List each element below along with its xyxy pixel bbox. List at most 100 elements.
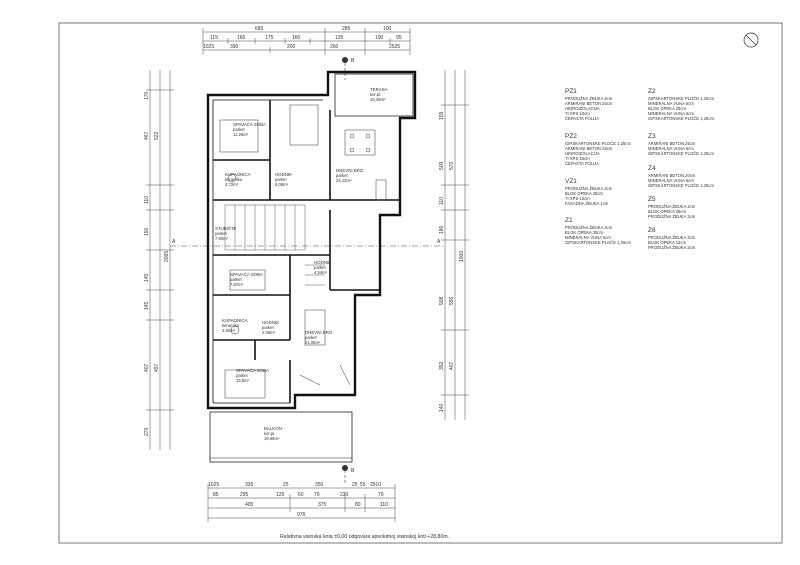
svg-text:SPAVAĆA SOBA: SPAVAĆA SOBA [236, 368, 269, 373]
left-dimension-chain [146, 70, 174, 450]
dim-bottom-14: 70 [378, 492, 384, 498]
svg-text:PRODUŽNA ŽBUKA 2cm: PRODUŽNA ŽBUKA 2cm [565, 186, 613, 191]
svg-text:KUPAONICA: KUPAONICA [222, 318, 248, 323]
dim-top-9: 190 [375, 35, 384, 41]
svg-text:HIDROIZOLACIJA: HIDROIZOLACIJA [565, 106, 600, 111]
room-label: KUPAONICA keramika 3,90m² [222, 318, 248, 333]
svg-text:2,06m²: 2,06m² [262, 330, 276, 335]
dim-bottom-11: 60 [298, 492, 304, 498]
section-mark-bottom: B [342, 465, 355, 485]
partitions [213, 100, 400, 403]
inner-walls [212, 99, 323, 404]
room-label: STUBIŠTE parket 7,60m² [215, 226, 237, 241]
svg-text:DNEVNI BRO: DNEVNI BRO [305, 330, 333, 335]
wall-legend-right: Z2 GIPSKARTONSKE PLOČE 1,25cm MINERALNA … [648, 88, 714, 250]
svg-text:MINERALNA VUNA 6cm: MINERALNA VUNA 6cm [648, 178, 694, 183]
dim-right-1: 159 [439, 111, 445, 120]
dim-top-5: 160 [237, 35, 246, 41]
terrace [334, 73, 414, 117]
svg-text:SPAVAĆA SOBA: SPAVAĆA SOBA [230, 272, 263, 277]
right-dimension-chain [441, 70, 469, 420]
svg-text:MINERALNA VUNA 5cm: MINERALNA VUNA 5cm [565, 235, 611, 240]
top-dimension-labels: 685 285 100 115 160 175 160 135 190 95 1… [203, 26, 402, 50]
svg-text:TERASA: TERASA [370, 87, 388, 92]
dim-bottom-13: 230 [340, 492, 349, 498]
room-label: HODNIK parket 4,54m² [314, 260, 331, 275]
elevation-note: Relativna visinska kota ±0,00 odgovara a… [280, 534, 449, 540]
left-dimension-labels: 170 467 522 110 150 145 145 407 497 270 … [144, 91, 170, 436]
room-label: BALKON kor.pl. 19,66m² [264, 426, 282, 441]
svg-text:keramika: keramika [222, 323, 240, 328]
svg-text:6,08m²: 6,08m² [275, 182, 289, 187]
dim-right-9: 352 [439, 361, 445, 370]
svg-text:ČEPASTA FOLIJA: ČEPASTA FOLIJA [565, 116, 599, 121]
staircase [224, 204, 325, 286]
room-label: HODNIK parket 6,08m² [275, 172, 292, 187]
dim-right-7: 556 [449, 296, 455, 305]
dim-top-11: 1025 [203, 44, 214, 50]
svg-text:HODNIK: HODNIK [314, 260, 331, 265]
dim-top-13: 200 [287, 44, 296, 50]
svg-text:PRODUŽNA ŽBUKA 2cm: PRODUŽNA ŽBUKA 2cm [648, 235, 696, 240]
room-label: KUPAONICA keramika 4,72m² [225, 172, 251, 187]
room-label: DNEVNI BRO parket 24,13m² [336, 168, 364, 183]
dim-top-8: 135 [335, 35, 344, 41]
svg-text:TI XPS 10cm: TI XPS 10cm [565, 111, 590, 116]
svg-text:GIPSKARTONSKE PLOČE 1,25cm: GIPSKARTONSKE PLOČE 1,25cm [648, 151, 714, 156]
svg-text:HODNIK: HODNIK [262, 320, 279, 325]
svg-text:BLOK OPEKA 12cm: BLOK OPEKA 12cm [648, 240, 686, 245]
dim-bottom-total: 976 [297, 512, 306, 518]
room-label: TERASA kor.pl. 10,49m² [370, 87, 388, 102]
svg-text:HIDROIZOLACIJA: HIDROIZOLACIJA [565, 151, 600, 156]
svg-text:A: A [172, 239, 176, 245]
dim-bottom-16: 375 [318, 502, 327, 508]
balcony [209, 411, 353, 463]
dim-right-11: 140 [439, 403, 445, 412]
svg-text:21,06m²: 21,06m² [305, 340, 321, 345]
svg-text:B: B [351, 58, 355, 64]
svg-text:parket: parket [262, 325, 274, 330]
svg-text:STUBIŠTE: STUBIŠTE [215, 226, 237, 231]
room-label: SPAVAĆA SOBA parket 15,8m² [236, 368, 269, 383]
svg-text:parket: parket [305, 335, 317, 340]
room-labels: TERASA kor.pl. 10,49m² SPAVAĆA SOBA park… [215, 87, 388, 441]
dim-left-6: 145 [144, 273, 150, 282]
top-dimension-chain [202, 28, 411, 55]
dim-left-8: 407 [144, 363, 150, 372]
bottom-dimension-labels: 1025 335 25 350 25 55 2510 85 295 125 60… [208, 482, 388, 518]
dim-bottom-1: 1025 [208, 482, 219, 488]
svg-text:ČEPASTA FOLIJA: ČEPASTA FOLIJA [565, 161, 599, 166]
svg-text:TI XPS 10cm: TI XPS 10cm [565, 196, 590, 201]
svg-text:ARMIRANI BETON 25cm: ARMIRANI BETON 25cm [565, 146, 613, 151]
sheet-border [58, 22, 783, 544]
svg-text:BALKON: BALKON [264, 426, 282, 431]
svg-text:kor.pl.: kor.pl. [370, 92, 381, 97]
svg-text:keramika: keramika [225, 177, 243, 182]
svg-text:PRODUŽNA ŽBUKA 2cm: PRODUŽNA ŽBUKA 2cm [565, 96, 613, 101]
furniture [219, 104, 387, 399]
legend-code: VZ1 [565, 178, 577, 185]
dim-left-4: 110 [144, 196, 150, 204]
legend-code: PZ2 [565, 133, 577, 140]
svg-text:3,90m²: 3,90m² [222, 328, 236, 333]
legend-code: Z6 [648, 227, 656, 234]
dim-left-1: 170 [144, 91, 150, 100]
dim-bottom-4: 350 [315, 482, 324, 488]
svg-text:parket: parket [236, 373, 248, 378]
dim-right-total: 1000 [459, 251, 465, 262]
svg-text:PRODUŽNA ŽBUKA 2cm: PRODUŽNA ŽBUKA 2cm [565, 225, 613, 230]
svg-text:BLOK OPEKA 25cm: BLOK OPEKA 25cm [565, 230, 603, 235]
svg-text:11,26m²: 11,26m² [233, 132, 249, 137]
dim-left-7: 145 [144, 301, 150, 310]
building-plan: B [206, 70, 417, 485]
svg-text:19,66m²: 19,66m² [264, 436, 280, 441]
dim-top-4: 115 [210, 35, 218, 41]
dim-bottom-6: 55 [360, 482, 366, 488]
svg-text:A: A [437, 239, 441, 245]
legend-code: Z3 [648, 133, 656, 140]
svg-text:B: B [351, 468, 355, 474]
svg-text:parket: parket [314, 265, 326, 270]
svg-text:SPAVAĆA SOBA: SPAVAĆA SOBA [233, 122, 266, 127]
svg-text:GIPSKARTONSKE PLOČE 1,25cm: GIPSKARTONSKE PLOČE 1,25cm [648, 96, 714, 101]
